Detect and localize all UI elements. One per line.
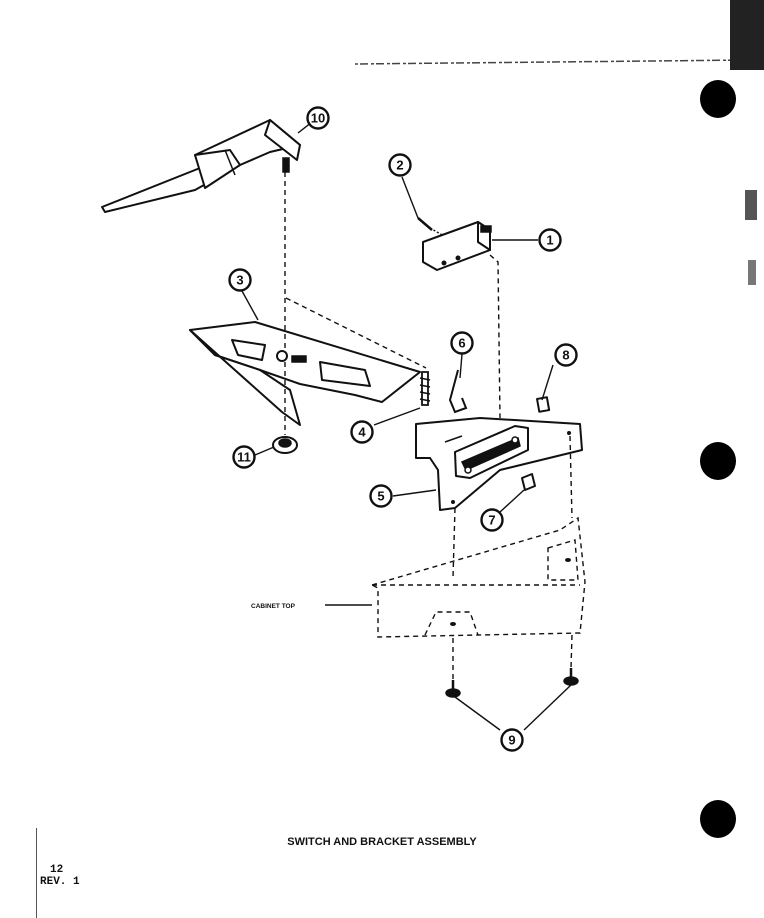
part-5-bracket <box>415 417 583 511</box>
part-4-spring <box>419 371 431 406</box>
callout-7: 7 <box>480 508 504 532</box>
part-1-switch <box>422 221 492 271</box>
cabinet-top-outline <box>370 516 586 638</box>
callout-3: 3 <box>228 268 252 292</box>
callout-2: 2 <box>388 153 412 177</box>
part-2-screw <box>417 217 445 237</box>
svg-text:7: 7 <box>488 513 495 528</box>
page-revision: REV. 1 <box>40 876 80 888</box>
callout-9: 9 <box>500 728 524 752</box>
callout-8: 8 <box>554 343 578 367</box>
svg-text:8: 8 <box>562 348 569 363</box>
punch-hole-bottom <box>700 800 736 838</box>
callout-5: 5 <box>369 484 393 508</box>
svg-text:10: 10 <box>311 111 325 126</box>
part-7-block <box>521 473 536 491</box>
page-number: 12 <box>50 864 64 876</box>
svg-text:6: 6 <box>458 336 465 351</box>
svg-text:2: 2 <box>396 158 403 173</box>
page-number-block: 12 REV. 1 <box>40 864 80 888</box>
callout-11: 11 <box>232 445 256 469</box>
cabinet-top-label: CABINET TOP <box>251 603 296 610</box>
callout-4: 4 <box>350 420 374 444</box>
diagram-caption: SWITCH AND BRACKET ASSEMBLY <box>287 836 477 848</box>
callout-leaders <box>241 121 572 731</box>
part-8-nut <box>536 396 551 413</box>
punch-hole-middle <box>700 442 736 480</box>
svg-text:4: 4 <box>358 425 366 440</box>
part-3-mounting-plate <box>189 321 421 426</box>
page-edge-line <box>36 828 37 918</box>
svg-text:11: 11 <box>237 450 251 465</box>
svg-text:1: 1 <box>546 233 553 248</box>
scan-artifact-top <box>354 0 764 285</box>
svg-text:3: 3 <box>236 273 243 288</box>
part-11-nut <box>272 436 298 454</box>
part-10-lever <box>101 119 301 213</box>
callout-1: 1 <box>538 228 562 252</box>
svg-text:9: 9 <box>508 733 515 748</box>
assembly-guide-lines <box>284 172 573 680</box>
part-6-clip <box>448 369 468 414</box>
svg-text:5: 5 <box>377 489 384 504</box>
callout-10: 10 <box>306 106 330 130</box>
part-9-screws <box>445 668 579 698</box>
punch-hole-top <box>700 80 736 118</box>
callout-6: 6 <box>450 331 474 355</box>
